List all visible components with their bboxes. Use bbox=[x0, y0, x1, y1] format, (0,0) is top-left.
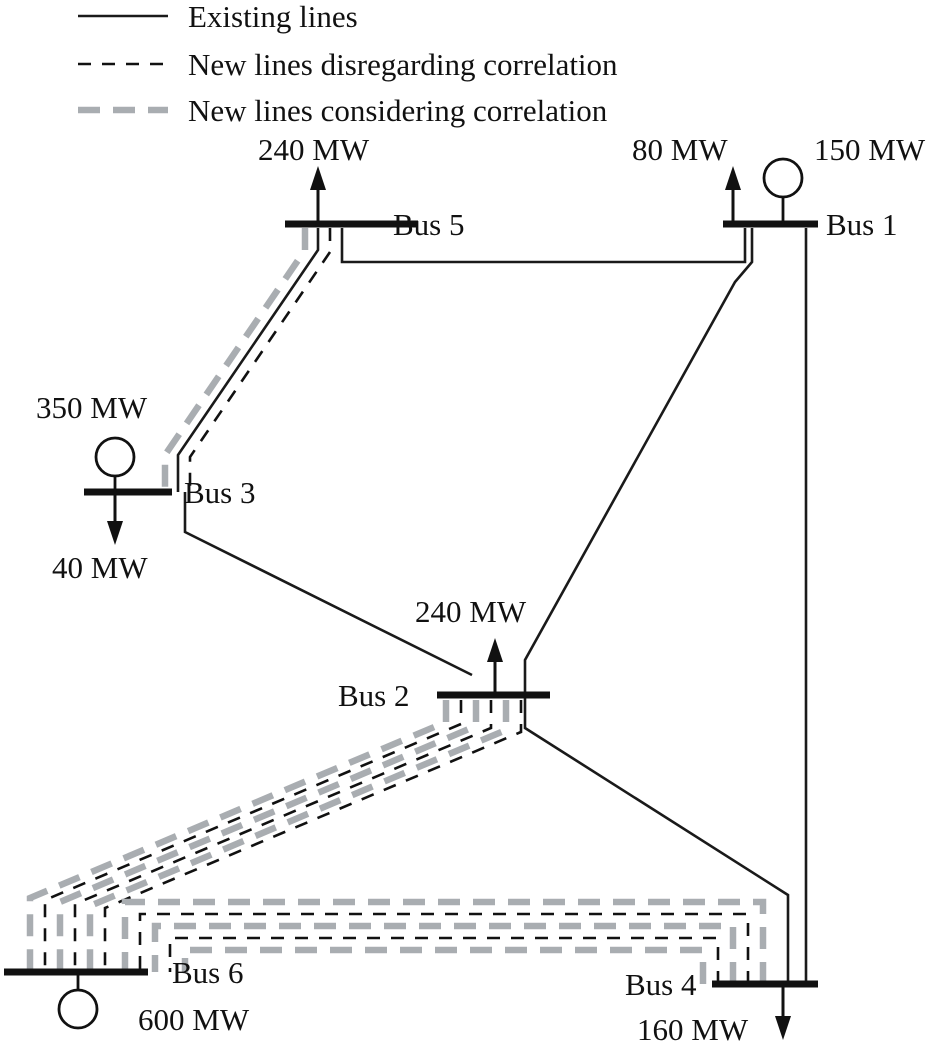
bus-2-load-label: 240 MW bbox=[415, 594, 527, 629]
bus-3-load-arrow bbox=[107, 492, 123, 545]
bus-2-name-label: Bus 2 bbox=[338, 678, 410, 713]
line-bus5-bus1-existing bbox=[340, 228, 747, 264]
bus-1-name-label: Bus 1 bbox=[826, 207, 898, 242]
bus-3-name-label: Bus 3 bbox=[184, 475, 256, 510]
line-bus2-bus6-new-disregarding-1 bbox=[43, 700, 463, 972]
legend-label-new-disregarding: New lines disregarding correlation bbox=[188, 47, 618, 82]
line-bus1-bus2-existing bbox=[523, 228, 754, 695]
corridor-bus4-bus6 bbox=[121, 898, 767, 984]
line-bus5-bus3-new-disregarding bbox=[188, 228, 332, 492]
legend-item-new-disregarding: New lines disregarding correlation bbox=[78, 47, 618, 82]
bus-4[interactable]: Bus 4 160 MW bbox=[625, 967, 818, 1047]
line-bus4-bus6-new-considering-3 bbox=[181, 946, 707, 984]
bus-2-load-arrow bbox=[487, 638, 503, 695]
legend-label-existing: Existing lines bbox=[188, 0, 358, 34]
bus-3[interactable]: 350 MW 40 MW Bus 3 bbox=[36, 390, 256, 585]
bus-3-generation-label: 350 MW bbox=[36, 390, 148, 425]
legend: Existing lines New lines disregarding co… bbox=[78, 0, 618, 128]
bus-3-generator-symbol bbox=[94, 436, 136, 492]
bus-1-generation-label: 150 MW bbox=[814, 132, 926, 167]
line-bus5-bus3-new-considering bbox=[161, 228, 309, 492]
line-bus4-bus6-new-considering-1 bbox=[121, 898, 767, 984]
bus-4-load-label: 160 MW bbox=[637, 1012, 749, 1047]
bus-2[interactable]: 240 MW Bus 2 bbox=[338, 594, 550, 713]
bus-3-load-label: 40 MW bbox=[52, 550, 148, 585]
line-bus2-bus6-new-considering-2 bbox=[56, 700, 480, 972]
bus-1[interactable]: 80 MW 150 MW Bus 1 bbox=[632, 132, 926, 242]
bus-4-load-arrow bbox=[775, 984, 791, 1040]
bus-5-load-label: 240 MW bbox=[258, 132, 370, 167]
bus-5[interactable]: 240 MW Bus 5 bbox=[258, 132, 465, 242]
bus-4-name-label: Bus 4 bbox=[625, 967, 697, 1002]
corridor-bus2-bus6 bbox=[26, 700, 523, 972]
line-bus2-bus4-existing bbox=[523, 695, 790, 984]
line-bus5-bus3-existing bbox=[176, 228, 320, 492]
line-bus4-bus6-new-disregarding-1 bbox=[138, 912, 750, 984]
bus-5-name-label: Bus 5 bbox=[393, 207, 465, 242]
bus-6-generation-label: 600 MW bbox=[138, 1002, 250, 1037]
bus-6[interactable]: Bus 6 600 MW bbox=[4, 955, 250, 1037]
bus-5-load-arrow bbox=[310, 166, 326, 224]
corridor-bus5-bus3 bbox=[161, 228, 332, 492]
legend-item-existing: Existing lines bbox=[78, 0, 358, 34]
line-bus2-bus6-new-considering-3 bbox=[86, 700, 510, 972]
line-bus2-bus6-new-disregarding-3 bbox=[103, 700, 523, 972]
line-bus3-bus2-existing bbox=[183, 492, 473, 677]
line-bus2-bus6-new-considering-1 bbox=[26, 700, 450, 972]
legend-label-new-considering: New lines considering correlation bbox=[188, 93, 608, 128]
line-bus2-bus6-new-disregarding-2 bbox=[73, 700, 493, 972]
bus-1-load-label: 80 MW bbox=[632, 132, 728, 167]
bus-1-generator-symbol bbox=[762, 157, 804, 224]
bus-6-name-label: Bus 6 bbox=[172, 955, 244, 990]
bus-6-generator-symbol bbox=[57, 972, 99, 1030]
line-bus4-bus6-new-disregarding-2 bbox=[168, 936, 720, 984]
bus-1-load-arrow bbox=[725, 166, 741, 224]
legend-item-new-considering: New lines considering correlation bbox=[78, 93, 608, 128]
